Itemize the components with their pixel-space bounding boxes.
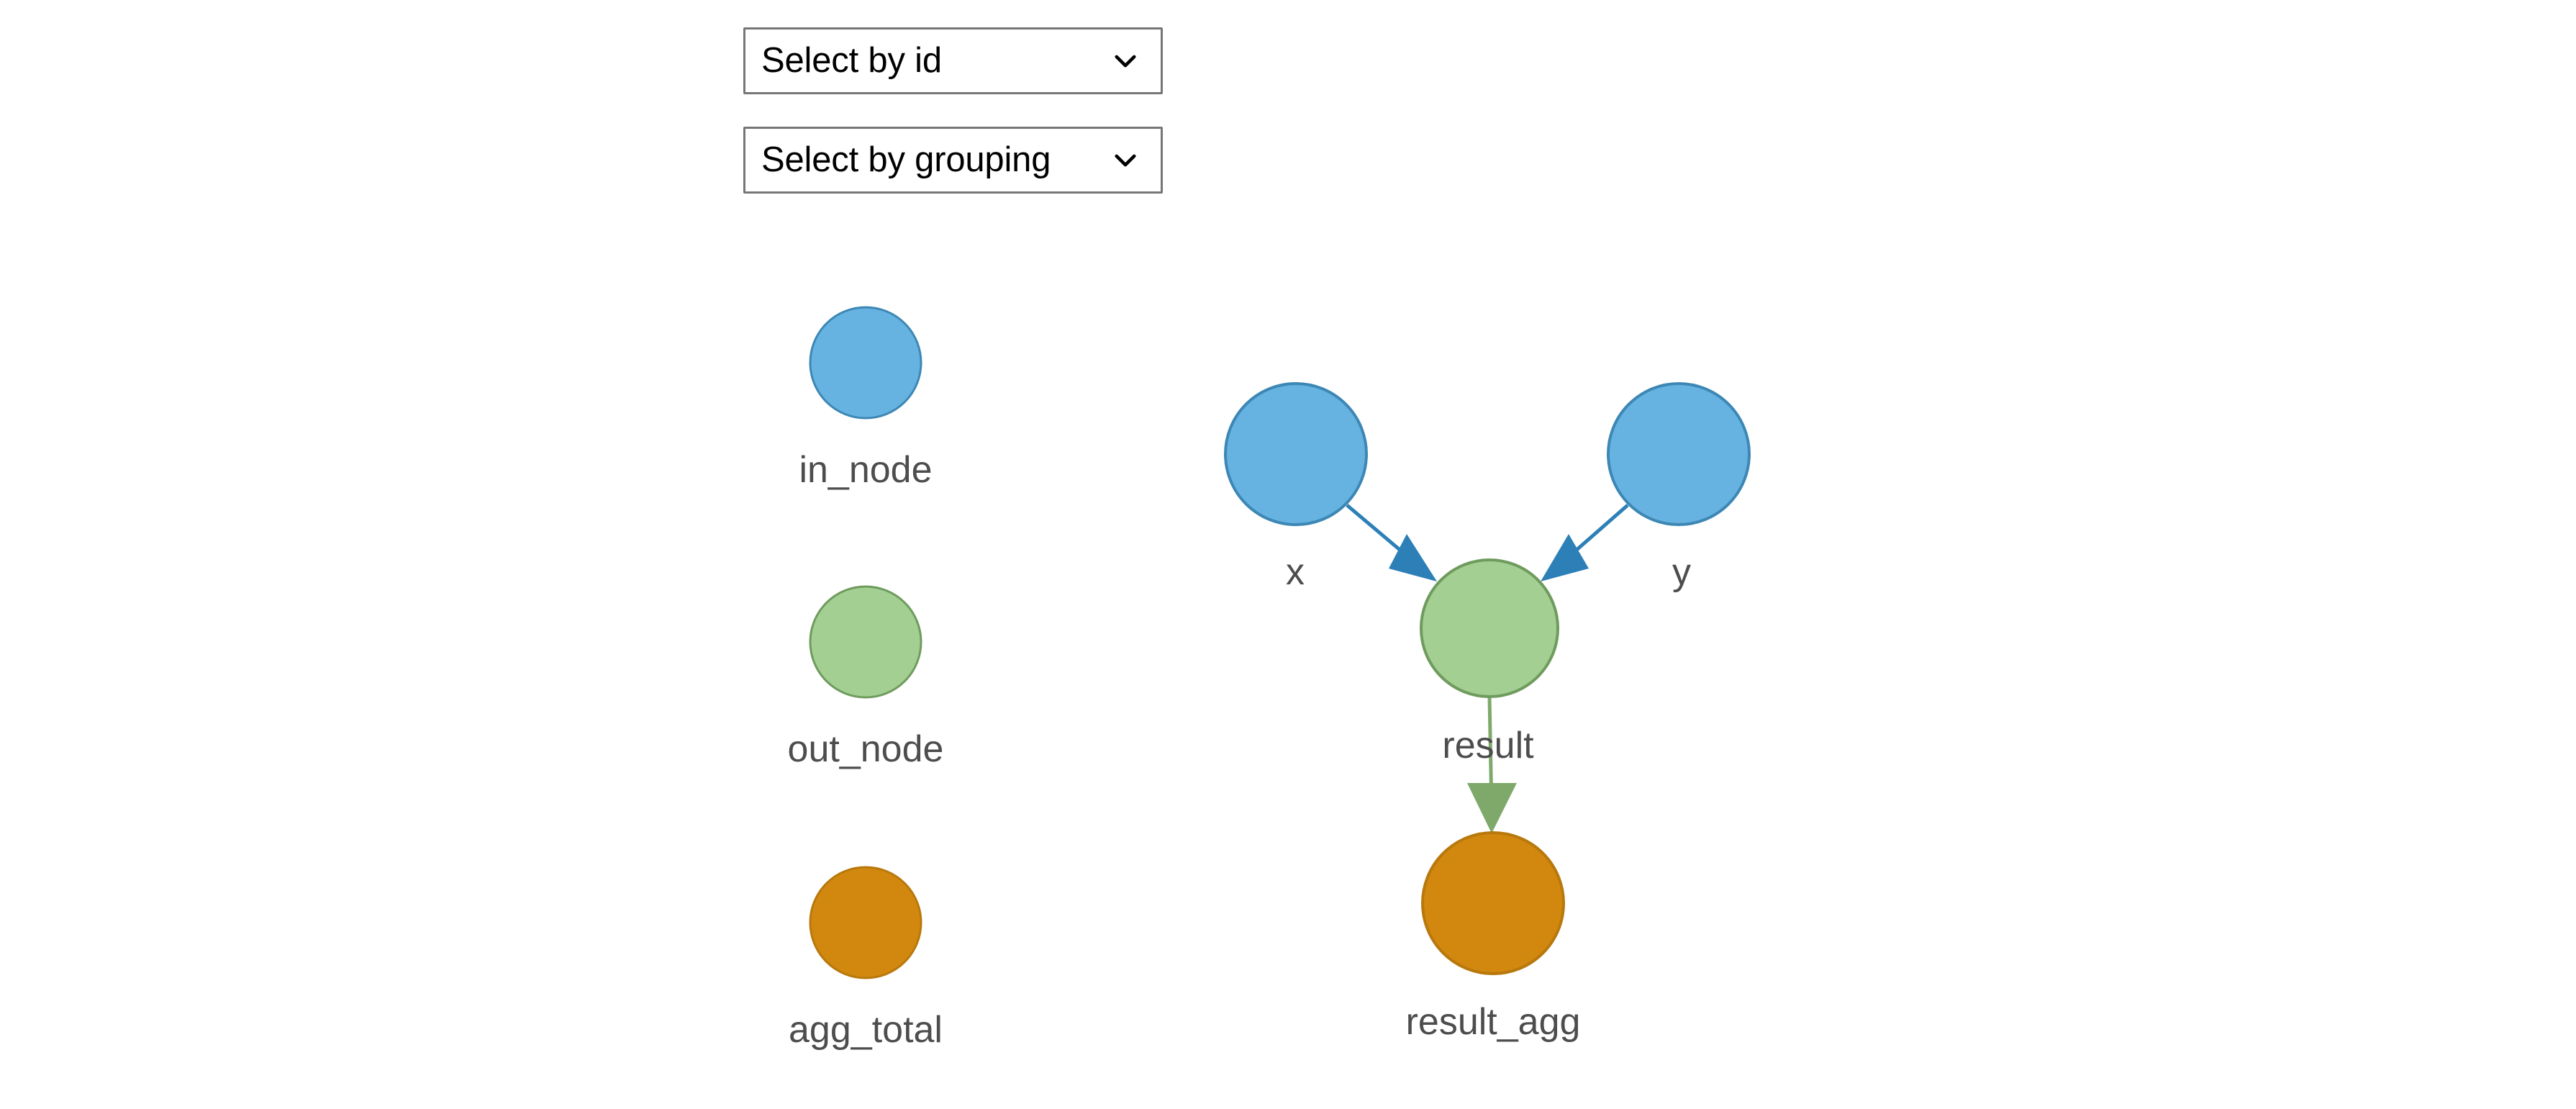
node-circle-y xyxy=(1607,382,1751,526)
graph-node-y[interactable] xyxy=(1607,382,1751,526)
select-by-grouping-dropdown[interactable]: Select by grouping xyxy=(743,127,1163,194)
node-circle-x xyxy=(1224,382,1368,526)
graph-node-result[interactable] xyxy=(1420,558,1559,698)
arrowhead-result-resultagg xyxy=(1467,783,1517,833)
legend-item-agg-total[interactable]: agg_total xyxy=(789,866,943,1051)
graph-node-result-agg[interactable]: result_agg xyxy=(1406,831,1581,1043)
select-by-grouping-value: Select by grouping xyxy=(761,140,1051,179)
legend-label-out-node: out_node xyxy=(788,728,944,770)
legend-label-agg-total: agg_total xyxy=(789,1009,943,1051)
chevron-down-icon xyxy=(1115,154,1136,166)
node-circle-result xyxy=(1420,558,1559,698)
chevron-down-icon xyxy=(1115,55,1136,67)
legend-swatch-agg-total xyxy=(809,866,922,979)
graph-node-x[interactable] xyxy=(1224,382,1368,526)
controls-panel: Select by id Select by grouping xyxy=(743,27,1175,194)
legend-swatch-out-node xyxy=(809,585,922,699)
arrowhead-y-result xyxy=(1541,534,1589,581)
edge-y-to-result[interactable]: y xyxy=(1541,504,1691,593)
node-circle-result-agg xyxy=(1421,831,1565,975)
legend-label-in-node: in_node xyxy=(799,449,932,491)
legend-swatch-in-node xyxy=(809,306,922,420)
node-label-result-agg: result_agg xyxy=(1406,1001,1581,1043)
graph-edges: x y result xyxy=(1286,504,1691,833)
edge-result-to-result-agg[interactable]: result xyxy=(1442,696,1534,833)
edge-x-to-result[interactable]: x xyxy=(1286,504,1437,593)
legend-item-in-node[interactable]: in_node xyxy=(799,306,933,491)
edge-label-result: result xyxy=(1442,725,1534,766)
legend-item-out-node[interactable]: out_node xyxy=(788,585,944,770)
select-by-id-dropdown[interactable]: Select by id xyxy=(743,27,1163,94)
edge-label-y: y xyxy=(1672,551,1691,593)
arrowhead-x-result xyxy=(1389,534,1437,581)
graph-nodes: result_agg xyxy=(1224,382,1751,1043)
select-by-id-value: Select by id xyxy=(761,41,942,80)
edge-label-x: x xyxy=(1286,551,1305,593)
legend: in_node out_node agg_total xyxy=(788,306,944,1051)
